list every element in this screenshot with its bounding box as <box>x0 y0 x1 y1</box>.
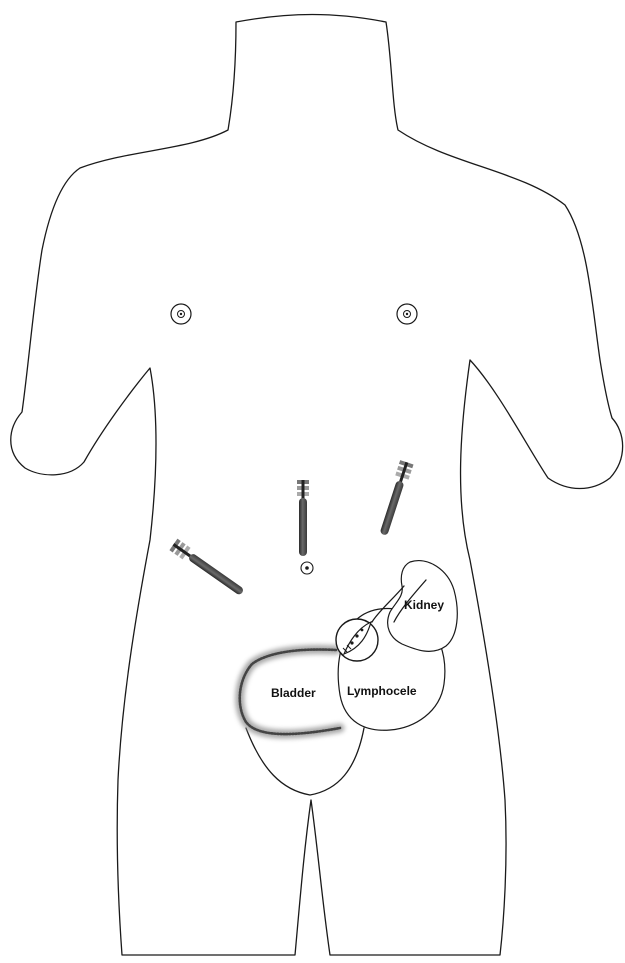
body-outline <box>11 15 623 956</box>
nipple-icon <box>171 304 191 324</box>
bladder-label: Bladder <box>271 686 316 700</box>
trocar-icon <box>297 480 309 556</box>
nipple-icon <box>397 304 417 324</box>
trocar-icon <box>169 539 246 599</box>
trocar-icon <box>377 460 414 537</box>
lymphocele-label: Lymphocele <box>347 684 417 698</box>
groin-outline <box>246 728 364 795</box>
navel-icon <box>301 562 313 574</box>
window-opening-icon <box>336 619 378 661</box>
kidney-label: Kidney <box>404 598 444 612</box>
